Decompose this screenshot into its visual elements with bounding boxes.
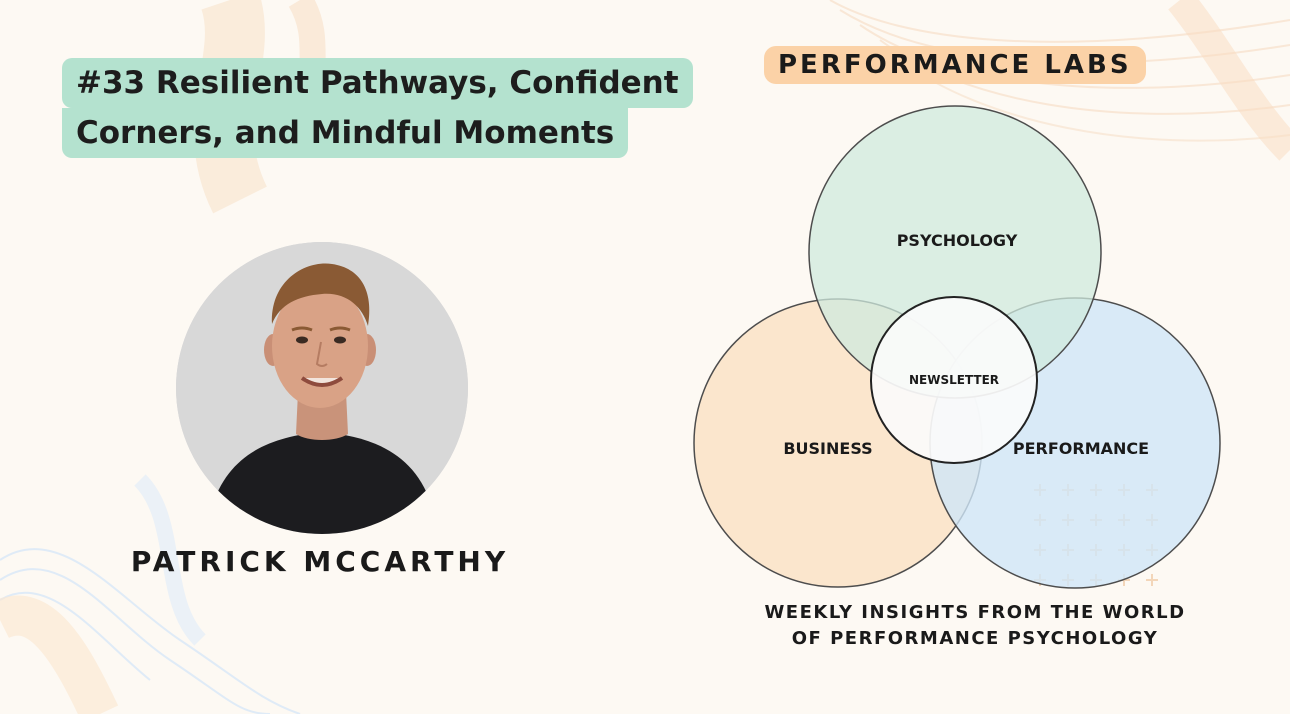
newsletter-circle bbox=[870, 296, 1038, 464]
performance-label: PERFORMANCE bbox=[1013, 439, 1149, 458]
business-label: BUSINESS bbox=[783, 439, 872, 458]
tagline: WEEKLY INSIGHTS FROM THE WORLD OF PERFOR… bbox=[730, 600, 1220, 652]
host-avatar bbox=[176, 242, 468, 534]
host-name: PATRICK MCCARTHY bbox=[130, 545, 510, 578]
tagline-line-2: OF PERFORMANCE PSYCHOLOGY bbox=[791, 628, 1159, 649]
tagline-line-1: WEEKLY INSIGHTS FROM THE WORLD bbox=[764, 602, 1186, 623]
episode-title-line-1: #33 Resilient Pathways, Confident bbox=[62, 58, 693, 108]
brand-title: PERFORMANCE LABS bbox=[764, 46, 1146, 84]
portrait-image bbox=[176, 242, 468, 534]
episode-title: #33 Resilient Pathways, Confident Corner… bbox=[62, 58, 693, 158]
episode-title-line-2: Corners, and Mindful Moments bbox=[62, 108, 629, 158]
newsletter-label: NEWSLETTER bbox=[909, 373, 999, 387]
psychology-label: PSYCHOLOGY bbox=[897, 231, 1018, 250]
